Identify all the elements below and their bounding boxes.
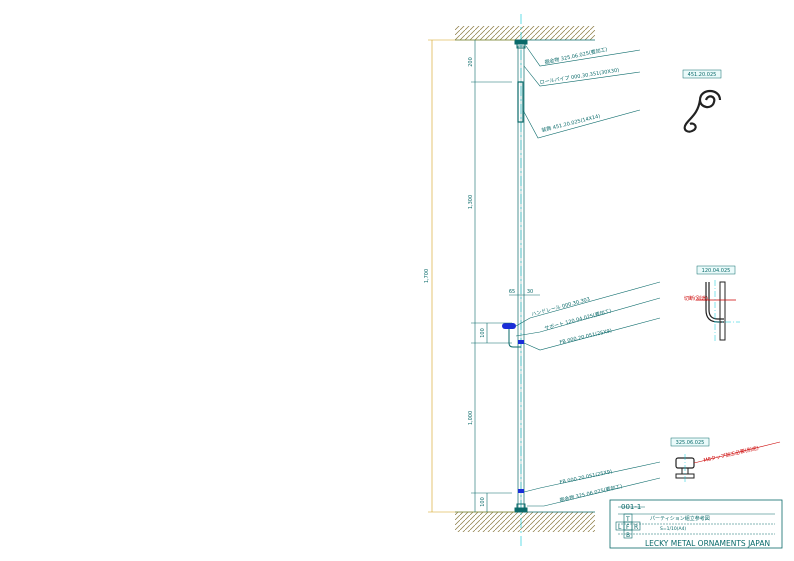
drawing-number: 001-1: [621, 503, 641, 511]
drawing-subtitle: S=1/10(A4): [660, 526, 686, 532]
callout-handle-rail: ハンドレール 000.30.303: [531, 297, 591, 318]
grid-b: B: [626, 532, 630, 539]
dim-total: 1,700: [424, 269, 430, 283]
grid-t: T: [625, 516, 630, 523]
grid-f: F: [626, 524, 630, 531]
callout-flat-bar-low: FB 000.20.051(25X9): [559, 469, 613, 486]
callout-top-bracket: 据金物 325.06.025(要加工): [544, 46, 608, 66]
callout-flat-bar-mid: FB 000.20.051(25X9): [559, 328, 612, 346]
dim-mid: 100: [480, 328, 486, 338]
post-ornament: [517, 81, 524, 123]
grid-l: L: [618, 524, 622, 531]
floor: [455, 511, 595, 532]
svg-text:120.04.025: 120.04.025: [702, 268, 731, 274]
dim-upper: 1,300: [468, 195, 474, 209]
dim-bottom: 100: [480, 497, 486, 507]
dimension-lines: [428, 39, 540, 513]
dim-gap-b: 30: [527, 289, 533, 295]
detail-ornament: 451.20.025: [682, 69, 722, 133]
bracket-tap-note: M8タップ加工必要(別途): [703, 444, 760, 464]
svg-text:325.06.025: 325.06.025: [676, 440, 705, 446]
ceiling: [455, 26, 595, 41]
dim-gap-a: 65: [509, 289, 515, 295]
leader-lines: [515, 45, 661, 507]
dim-top: 200: [468, 57, 474, 67]
grid-r: R: [634, 524, 638, 531]
scroll-ornament-icon: [683, 89, 722, 133]
dim-lower: 1,000: [468, 411, 474, 425]
drawing-title: パーティション組立参考図: [650, 515, 710, 522]
support-cut-note: 切断(別途): [684, 295, 708, 302]
title-block: [609, 499, 783, 549]
company-name: LECKY METAL ORNAMENTS JAPAN: [645, 539, 770, 548]
svg-text:451.20.025: 451.20.025: [688, 72, 717, 78]
detail-support: 120.04.025: [696, 265, 740, 342]
detail-bracket: 325.06.025: [670, 437, 781, 482]
handrail-joint: [502, 323, 524, 493]
main-post: [514, 39, 528, 513]
